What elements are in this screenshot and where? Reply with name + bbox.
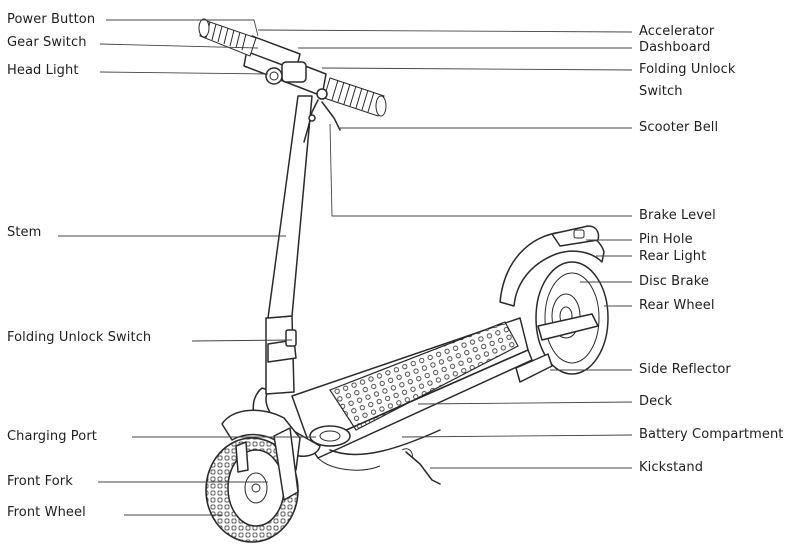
leader-lines-right xyxy=(257,29,633,469)
label-dashboard: Dashboard xyxy=(639,40,711,55)
label-disc-brake: Disc Brake xyxy=(639,274,709,289)
label-power-button: Power Button xyxy=(7,12,96,27)
label-folding-unlock-switch-line2: Switch xyxy=(639,84,683,99)
label-folding-unlock: Folding Unlock xyxy=(639,62,736,77)
side-reflector-drawing xyxy=(515,353,553,383)
stem-drawing xyxy=(267,95,313,319)
label-rear-wheel: Rear Wheel xyxy=(639,298,715,313)
left-grip-drawing xyxy=(198,18,257,57)
label-head-light: Head Light xyxy=(7,63,79,78)
label-brake-level: Brake Level xyxy=(639,208,716,223)
label-kickstand: Kickstand xyxy=(639,460,704,475)
rear-fender-drawing xyxy=(499,230,605,307)
label-front-wheel: Front Wheel xyxy=(7,505,86,520)
label-deck: Deck xyxy=(639,394,673,409)
scooter-illustration xyxy=(198,18,609,543)
label-stem: Stem xyxy=(7,225,42,240)
kickstand-drawing xyxy=(405,451,441,485)
label-gear-switch: Gear Switch xyxy=(7,35,87,50)
label-accelerator: Accelerator xyxy=(639,24,715,39)
label-pin-hole: Pin Hole xyxy=(639,232,693,247)
leader-lines-left xyxy=(58,19,316,516)
label-rear-light: Rear Light xyxy=(639,249,707,264)
right-grip-drawing xyxy=(323,77,387,117)
label-side-reflector: Side Reflector xyxy=(639,362,731,377)
label-battery-compartment: Battery Compartment xyxy=(639,427,784,442)
label-folding-unlock-switch: Folding Unlock Switch xyxy=(7,330,152,345)
label-front-fork: Front Fork xyxy=(7,474,73,489)
deck-grip-drawing xyxy=(329,321,519,431)
label-scooter-bell: Scooter Bell xyxy=(639,120,719,135)
label-charging-port: Charging Port xyxy=(7,429,97,444)
